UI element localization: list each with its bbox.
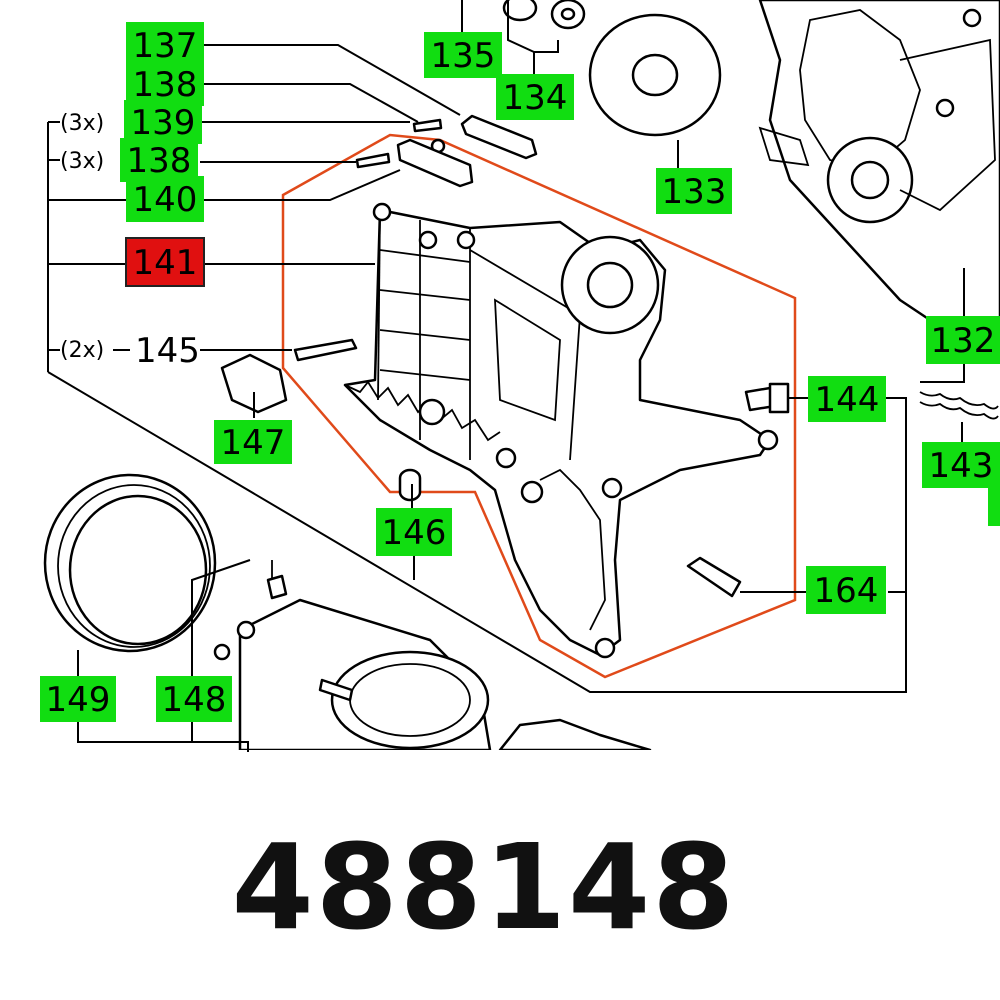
callout-132: 132 [926,316,1000,364]
part-number: 488148 [232,818,737,956]
leader-lines [47,0,965,752]
qty-note-139: (3x) [60,111,104,136]
callout-133: 133 [656,168,732,214]
callout-144: 144 [808,376,886,422]
callout-138-second-text: 138 [127,141,192,181]
housing-part-141 [343,202,779,659]
callout-138-text: 138 [133,65,198,105]
callout-145-text: 145 [135,331,200,371]
callout-137: 137 [126,22,204,68]
small-parts [220,0,999,598]
callout-144-text: 144 [815,380,880,420]
callout-133-text: 133 [662,172,727,212]
qty-note-145: (2x) [60,338,104,363]
callout-137-text: 137 [133,26,198,66]
callout-146: 146 [376,508,452,556]
callout-149: 149 [40,676,116,722]
qty-note-138: (3x) [60,149,104,174]
callout-135-text: 135 [431,36,496,76]
callout-148-text: 148 [162,680,227,720]
housing-outline [281,133,797,679]
callout-149-text: 149 [46,680,111,720]
callout-146-text: 146 [382,513,447,553]
callout-143-text: 143 [929,446,994,486]
callout-134: 134 [496,74,574,120]
callout-164: 164 [806,566,886,614]
cut-mask [0,750,1000,1000]
callout-143: 143 [922,442,1000,526]
callout-139-text: 139 [131,103,196,143]
callout-145: 145 [135,331,200,371]
callout-147: 147 [214,420,292,464]
callout-141-text: 141 [133,243,198,283]
callout-140: 140 [126,176,204,222]
callout-141: 141 [125,237,205,287]
callout-164-text: 164 [814,571,879,611]
callout-148: 148 [156,676,232,722]
drive-assembly [758,0,1000,342]
callout-138-second: 138 [120,138,198,182]
callout-135: 135 [424,32,502,78]
callout-147-text: 147 [221,423,286,463]
callout-132-text: 132 [931,321,996,361]
callout-134-text: 134 [503,78,568,118]
callout-139: 139 [124,100,202,144]
callout-140-text: 140 [133,180,198,220]
callout-138: 138 [126,62,204,106]
ring-part-149 [43,473,217,653]
motor-assembly [213,560,652,752]
